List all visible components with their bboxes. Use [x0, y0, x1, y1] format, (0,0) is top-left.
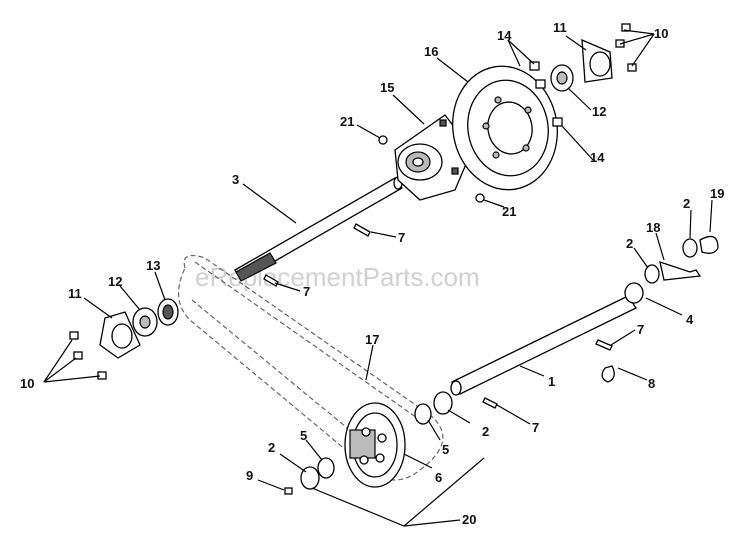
callout-labels: 3 7 7 7 7 11 11 10 10 12 12 13 14 14 15 … [20, 20, 724, 527]
callout-15: 15 [380, 80, 394, 95]
right-shaft-parts [601, 235, 719, 383]
callout-21: 21 [340, 114, 354, 129]
lower-shaft [450, 295, 637, 396]
callout-9: 9 [246, 468, 253, 483]
callout-14: 14 [590, 150, 605, 165]
callout-2: 2 [683, 196, 690, 211]
callout-16: 16 [424, 44, 438, 59]
callout-18: 18 [646, 220, 660, 235]
callout-7: 7 [303, 284, 310, 299]
callout-21: 21 [502, 204, 516, 219]
callout-1: 1 [548, 374, 555, 389]
pulley-wheel [452, 65, 558, 191]
leader-lines [43, 29, 713, 527]
watermark: eReplacementParts.com [195, 262, 480, 292]
keys [263, 223, 613, 409]
callout-2: 2 [626, 236, 633, 251]
callout-17: 17 [365, 332, 379, 347]
lower-sprocket [284, 391, 453, 495]
callout-19: 19 [710, 186, 724, 201]
callout-4: 4 [686, 312, 694, 327]
callout-12: 12 [592, 104, 606, 119]
callout-5: 5 [300, 428, 307, 443]
callout-5: 5 [442, 442, 449, 457]
callout-7: 7 [532, 420, 539, 435]
upper-flange-bearing [378, 23, 637, 203]
callout-7: 7 [637, 322, 644, 337]
callout-2: 2 [482, 424, 489, 439]
callout-10: 10 [654, 26, 668, 41]
bearing-housing [394, 114, 473, 201]
callout-7: 7 [398, 230, 405, 245]
left-flange-bearing [69, 298, 179, 380]
callout-13: 13 [146, 258, 160, 273]
callout-10: 10 [20, 376, 34, 391]
callout-11: 11 [68, 286, 82, 301]
callout-6: 6 [435, 470, 442, 485]
callout-8: 8 [648, 376, 655, 391]
callout-2: 2 [268, 440, 275, 455]
callout-12: 12 [108, 274, 122, 289]
callout-11: 11 [553, 20, 567, 35]
callout-14: 14 [497, 28, 512, 43]
callout-3: 3 [232, 172, 239, 187]
callout-20: 20 [462, 512, 476, 527]
upper-shaft [234, 176, 403, 282]
